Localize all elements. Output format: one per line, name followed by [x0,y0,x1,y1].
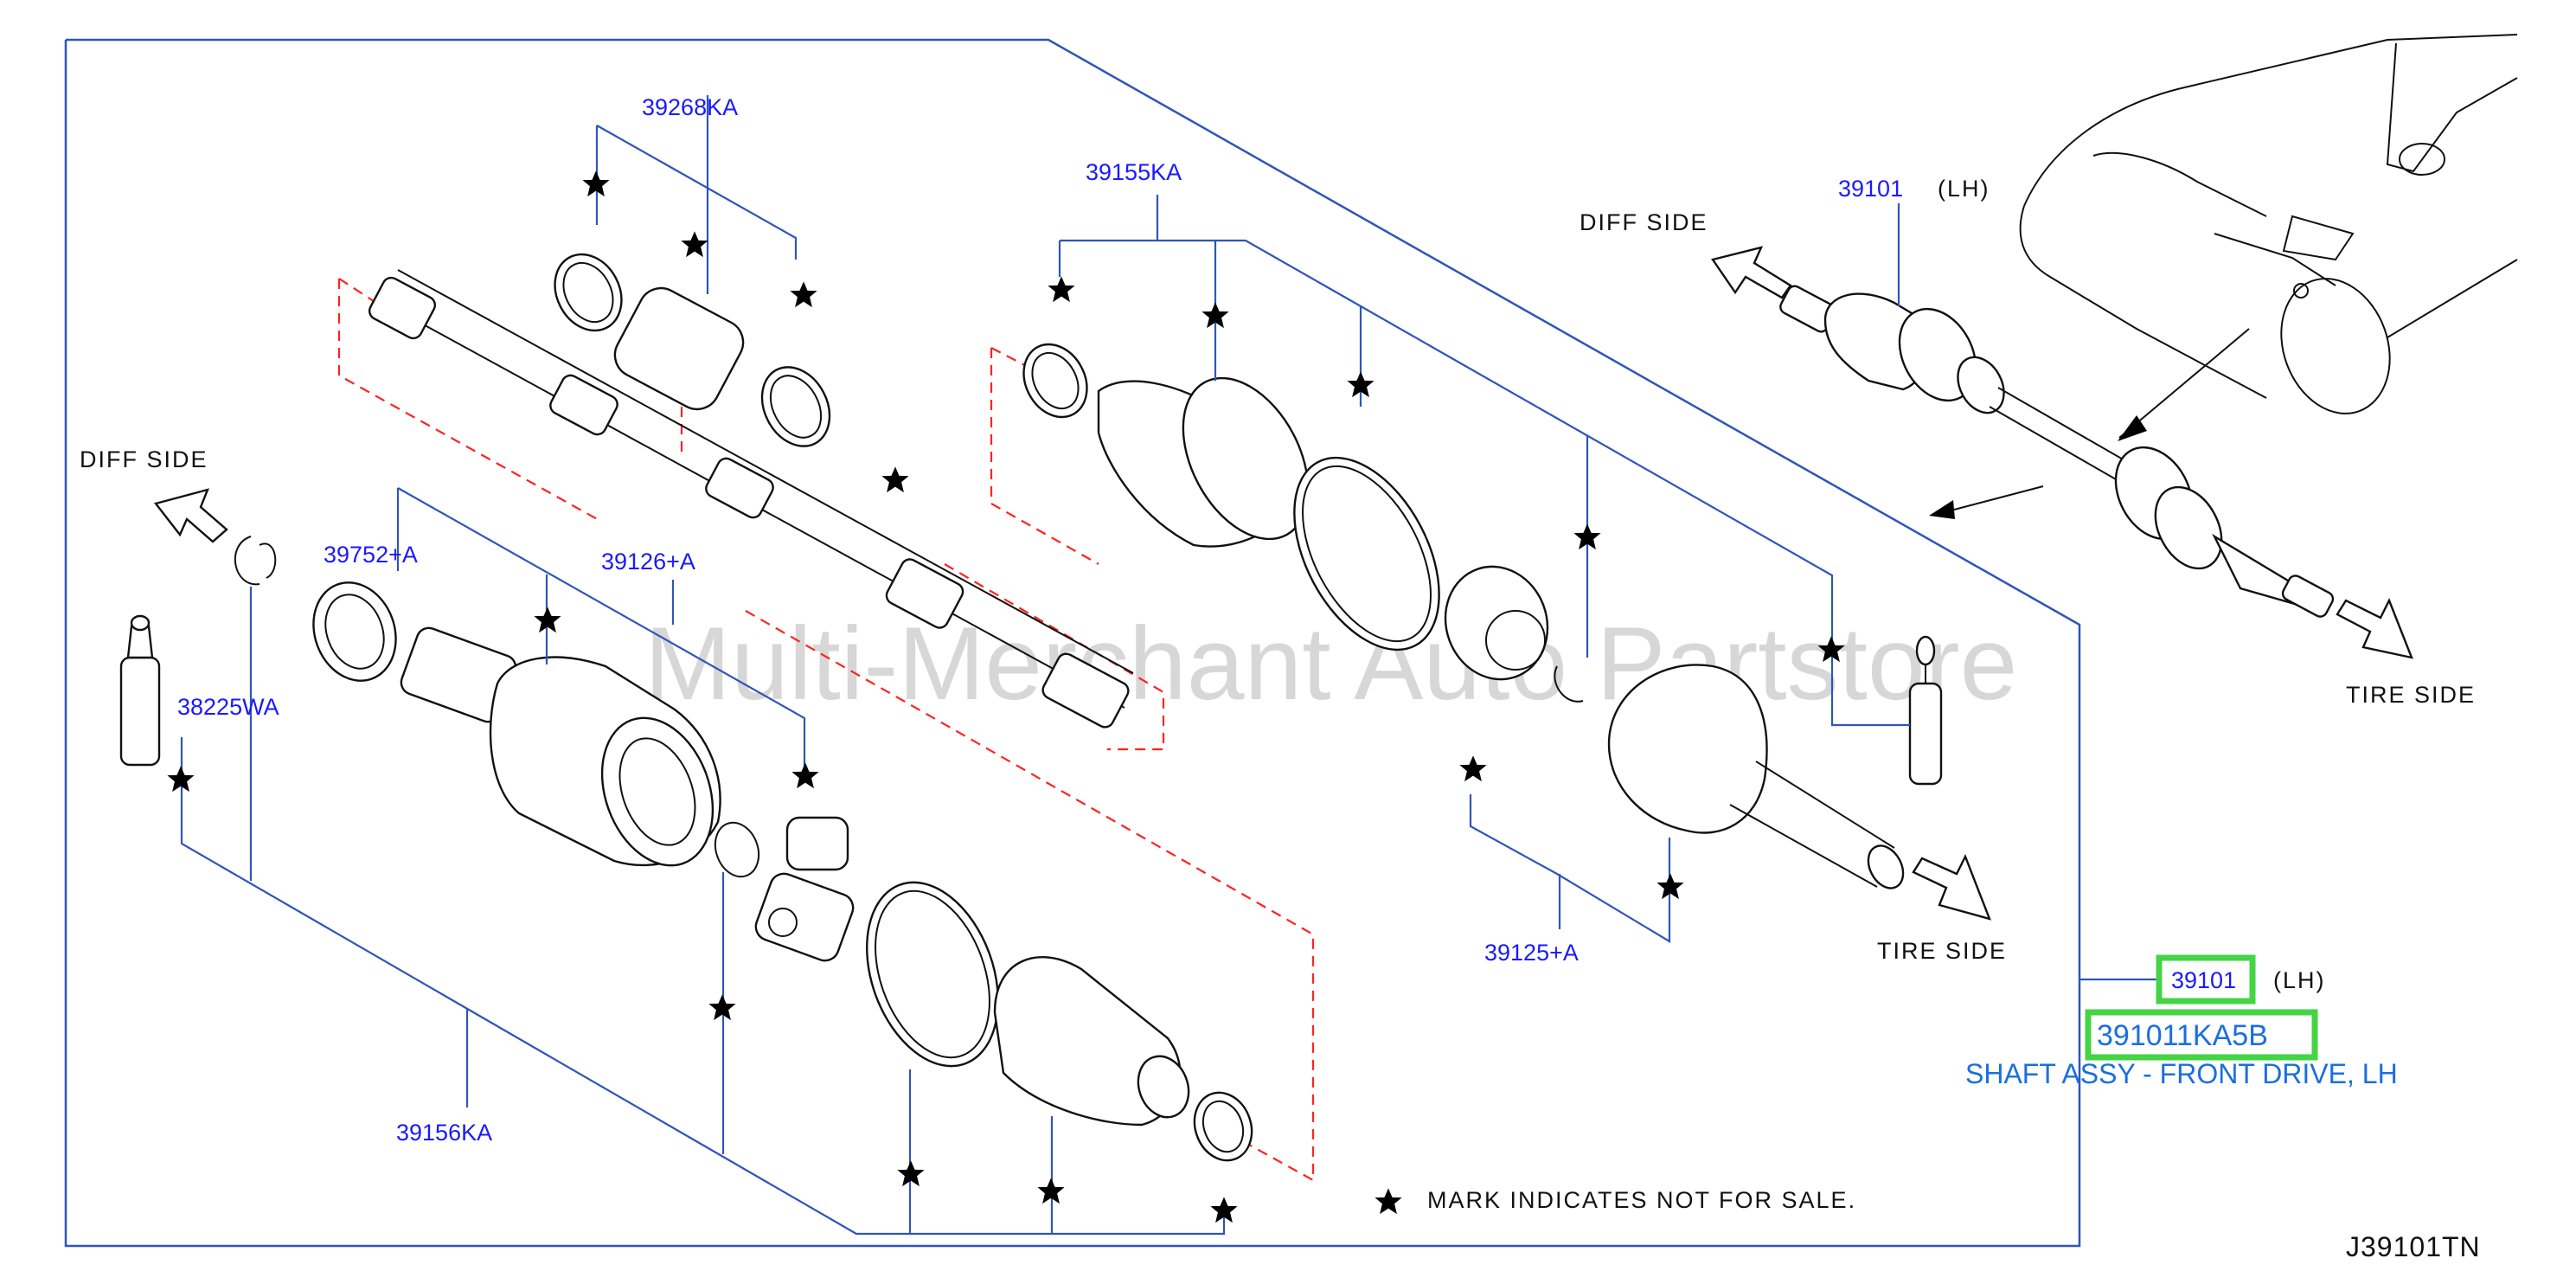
label-39101-top: 39101 [1838,176,1903,202]
label-39752a: 39752+A [324,542,418,568]
leader-39126a [397,487,806,770]
part-description: SHAFT ASSY - FRONT DRIVE, LH [1965,1058,2398,1089]
label-39268ka: 39268KA [642,94,738,120]
dash-guide-lower [745,610,1315,1182]
leader-39268ka [596,125,798,260]
dash-guide-boot-upper [990,348,1099,565]
part-circlip-left [234,536,277,586]
part-boot-lower [866,881,1253,1162]
label-38225wa: 38225WA [177,694,279,720]
legend-text: MARK INDICATES NOT FOR SALE. [1427,1187,1856,1213]
part-grease-right [1908,635,1943,786]
tire-side-arrow-right [2336,598,2413,659]
part-number-link[interactable]: 391011KA5B [2097,1019,2268,1052]
part-tripod-left [714,816,855,962]
star-icon [681,231,708,258]
label-39155ka: 39155KA [1086,159,1182,185]
part-39126-housing [400,626,721,867]
star-icon [1375,1188,1402,1215]
tire-side-label-mid: TIRE SIDE [1877,938,2007,964]
diff-side-label-left: DIFF SIDE [80,446,208,472]
watermark: Multi-Merchant Auto Partstore [644,606,2017,722]
leader-38225wa [180,737,1226,1236]
part-39268ka-group [554,253,831,447]
star-icon [1459,755,1487,782]
arrow-head-icon [2118,415,2147,441]
diff-side-arrow-left [153,488,228,543]
label-39125a: 39125+A [1484,940,1579,966]
drive-shaft-assy [1779,285,2335,618]
part-39752-seal [312,581,397,682]
label-39156ka: 39156KA [396,1120,492,1146]
part-outer-cv-joint [1607,664,1905,889]
part-tripod-right [1444,565,1584,703]
label-lh-top: (LH) [1938,176,1990,202]
leader-39125a [1469,794,1671,943]
arrow-head-icon [1929,500,1955,519]
label-39126a: 39126+A [601,549,695,575]
callout-side: (LH) [2273,967,2326,993]
star-icon [790,281,817,308]
part-39155ka-group [1022,343,1440,652]
star-icon [791,762,819,789]
diagram-code: J39101TN [2346,1231,2481,1262]
vehicle-illustration [2019,34,2518,414]
diff-side-label-right: DIFF SIDE [1580,209,1708,235]
callout-ref-highlight [2156,954,2256,1005]
part-grease-left [119,614,161,767]
intermediate-shaft [368,269,1134,729]
dash-guide-shaft-right [944,563,1165,751]
dash-guide-shaft-left [337,279,601,522]
arrow-indicator-shaft [2118,328,2250,439]
leader-grease-right [1830,623,1910,727]
tire-side-label-right: TIRE SIDE [2346,682,2476,708]
diagram-frame [64,38,2081,1248]
diff-side-arrow-right [1711,246,1792,299]
part-number-highlight [2085,1009,2318,1061]
tire-side-arrow-mid [1912,854,1991,921]
callout-ref[interactable]: 39101 [2171,967,2236,993]
star-icon [881,466,909,493]
star-icon [1048,276,1075,303]
arrow-indicator-direction [1937,485,2044,515]
leader-39155ka [1060,239,1834,623]
